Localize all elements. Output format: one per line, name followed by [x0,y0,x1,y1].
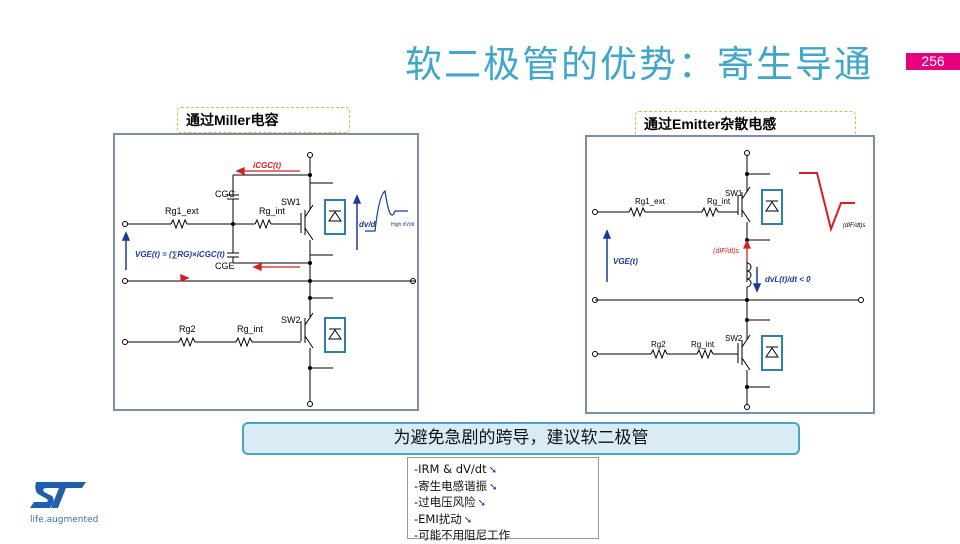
st-logo [26,478,90,514]
right-circuit-panel: SW1 Rg1_ext Rg_int VGE(t) (dIF/dt)s dvL(… [585,135,875,414]
high-dvdt-label: High dV/dt [391,222,415,228]
slide-title: 软二极管的优势：寄生导通 [405,43,873,86]
list-item: -过电压风险➘ [414,495,487,509]
sw1-label-right: SW1 [725,189,743,198]
dif-waveform [799,172,855,233]
arrow-down-right-icon: ➘ [489,481,498,493]
dif-dt-label: (dIF/dt)s [713,248,740,255]
dvdt-waveform [365,189,408,232]
cgc-label: CGC [215,189,236,199]
arrow-down-right-icon: ➘ [463,514,473,526]
left-circuit-panel: iCGC(t) CGC SW1 Rg1_ext Rg_int dv/d High… [113,133,419,411]
recommendation-banner: 为避免急剧的跨导，建议软二极管 [242,422,800,455]
dif-dt-wave-label: (dIF/dt)s [843,223,865,229]
rg-int-bottom-label: Rg_int [237,324,264,334]
issues-list: -IRM & dV/dt➘ -寄生电感谐振➘ -过电压风险➘ -EMI扰动➘ -… [407,457,599,542]
vge-label-right: VGE(t) [613,257,638,266]
vge-equation-label: VGE(t) = (∑RG)×iCGC(t) [135,250,225,259]
dvl-dt-label: dvL(t)/dt < 0 [765,275,811,284]
left-note: 通过Miller电容 [177,107,350,133]
rg2-label: Rg2 [179,324,196,334]
arrow-down-right-icon: ➘ [477,498,487,509]
miller-circuit-diagram: iCGC(t) CGC SW1 Rg1_ext Rg_int dv/d High… [121,152,416,407]
sw2-label-right: SW2 [725,334,743,343]
page-number: 256 [906,53,960,70]
rg-int-bottom-label-right: Rg_int [691,340,715,349]
arrow-down-right-icon: ➘ [488,465,497,476]
right-note: 通过Emitter杂散电感 [635,111,856,137]
list-item: -寄生电感谐振➘ [414,478,498,493]
rg2-label-right: Rg2 [651,340,666,349]
list-item: -可能不用阻尼工作 [414,528,511,542]
list-item: -IRM & dV/dt➘ [414,462,497,476]
dvdt-label: dv/d [359,220,377,229]
emitter-inductance-diagram: SW1 Rg1_ext Rg_int VGE(t) (dIF/dt)s dvL(… [592,150,865,410]
sw2-label: SW2 [281,315,301,325]
st-logo-icon [30,482,86,508]
list-item: -EMI扰动➘ [414,511,473,526]
sw1-label: SW1 [281,197,301,207]
logo-tagline: life.augmented [30,515,99,525]
rg-int-top-label: Rg_int [259,206,286,216]
icgc-label: iCGC(t) [253,161,281,170]
rg1-ext-label-right: Rg1_ext [635,197,666,206]
rg-int-top-label-right: Rg_int [707,197,731,206]
rg1-ext-label: Rg1_ext [165,206,199,216]
cge-label: CGE [215,261,235,271]
